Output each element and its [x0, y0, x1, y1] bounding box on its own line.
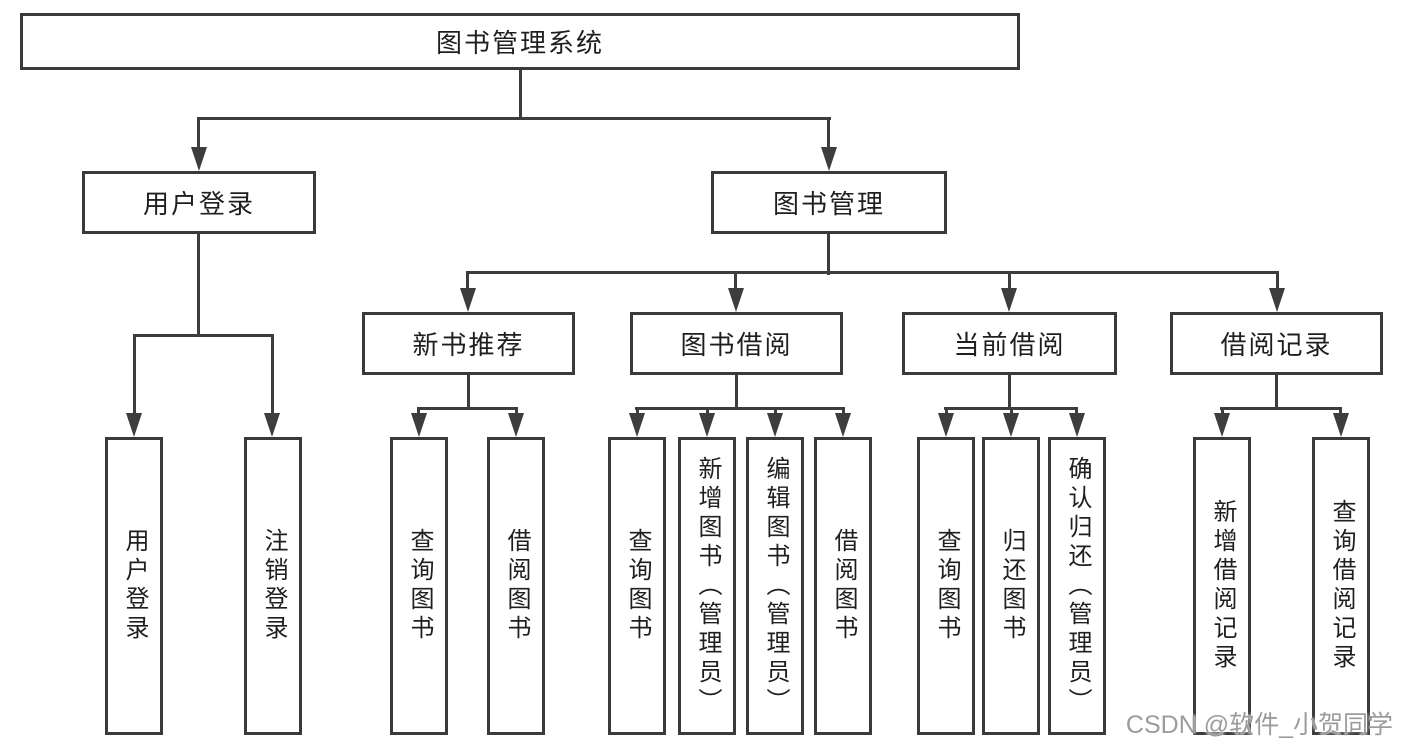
node-book-management-label: 图书管理: [772, 189, 885, 219]
connector-mgmt-vertical: [827, 234, 830, 275]
connector-root-vertical: [519, 70, 522, 120]
connector-mgmt-horizontal: [466, 271, 1279, 274]
node-book-management: 图书管理: [711, 171, 947, 234]
connector-to-book-management: [827, 117, 830, 151]
node-borrow-records-label: 借阅记录: [1220, 330, 1333, 360]
node-book-borrowing-label: 图书借阅: [680, 330, 793, 360]
node-root-label: 图书管理系统: [435, 28, 604, 58]
leaf-newbook-query-label: 查询图书: [406, 528, 433, 644]
leaf-records-query-label: 查询借阅记录: [1328, 499, 1355, 673]
node-user-login-label: 用户登录: [142, 189, 255, 219]
leaf-borrow-borrow: 借阅图书: [814, 437, 872, 735]
leaf-newbook-borrow-label: 借阅图书: [503, 528, 530, 644]
connector-borrow-vertical: [735, 375, 738, 409]
leaf-current-return-label: 归还图书: [998, 528, 1025, 644]
leaf-borrow-add-admin: 新增图书（管理员）: [678, 437, 736, 735]
connector-current-stub3: [1075, 407, 1078, 417]
node-user-login: 用户登录: [82, 171, 316, 234]
arrow-down-book-borrowing: [728, 288, 744, 312]
connector-to-book-borrowing: [734, 271, 737, 291]
arrow-down-current-query: [938, 413, 954, 437]
arrow-down-current-return: [1003, 413, 1019, 437]
arrow-down-new-book: [460, 288, 476, 312]
connector-records-stub1: [1221, 407, 1224, 417]
connector-newbook-horizontal: [417, 407, 518, 410]
node-book-borrowing: 图书借阅: [630, 312, 843, 375]
connector-newbook-vertical: [467, 375, 470, 409]
connector-borrow-stub2: [706, 407, 709, 417]
node-root: 图书管理系统: [20, 13, 1020, 70]
arrow-down-records-add: [1214, 413, 1230, 437]
node-current-borrowing-label: 当前借阅: [953, 330, 1066, 360]
leaf-current-confirm-admin-label: 确认归还（管理员）: [1064, 455, 1091, 717]
arrow-down-borrow-edit: [767, 413, 783, 437]
connector-records-stub2: [1339, 407, 1342, 417]
arrow-down-borrow-borrow: [835, 413, 851, 437]
leaf-records-query: 查询借阅记录: [1312, 437, 1370, 735]
connector-borrow-stub1: [636, 407, 639, 417]
watermark: CSDN @软件_小贺同学: [1125, 711, 1393, 739]
leaf-logout-label: 注销登录: [260, 528, 287, 644]
leaf-user-login: 用户登录: [105, 437, 163, 735]
arrow-down-leaf-user-login: [126, 413, 142, 437]
leaf-borrow-add-admin-label: 新增图书（管理员）: [694, 455, 721, 717]
leaf-current-query: 查询图书: [917, 437, 975, 735]
leaf-current-return: 归还图书: [982, 437, 1040, 735]
connector-login-leaf2: [271, 334, 274, 415]
connector-to-current-borrowing: [1008, 271, 1011, 291]
node-borrow-records: 借阅记录: [1170, 312, 1383, 375]
connector-newbook-stub2: [515, 407, 518, 417]
leaf-logout: 注销登录: [244, 437, 302, 735]
connector-records-horizontal: [1220, 407, 1342, 410]
leaf-records-add-label: 新增借阅记录: [1209, 499, 1236, 673]
arrow-down-newbook-query: [411, 413, 427, 437]
leaf-records-add: 新增借阅记录: [1193, 437, 1251, 735]
arrow-down-current-borrowing: [1001, 288, 1017, 312]
leaf-current-query-label: 查询图书: [933, 528, 960, 644]
connector-newbook-stub1: [417, 407, 420, 417]
arrow-down-borrow-query: [629, 413, 645, 437]
leaf-borrow-query-label: 查询图书: [624, 528, 651, 644]
leaf-borrow-edit-admin-label: 编辑图书（管理员）: [762, 455, 789, 717]
connector-login-horizontal: [133, 334, 274, 337]
connector-records-vertical: [1275, 375, 1278, 409]
node-new-book-recommend-label: 新书推荐: [412, 330, 525, 360]
arrow-down-borrow-add: [699, 413, 715, 437]
arrow-down-records-query: [1333, 413, 1349, 437]
leaf-newbook-borrow: 借阅图书: [487, 437, 545, 735]
leaf-borrow-borrow-label: 借阅图书: [830, 528, 857, 644]
connector-to-user-login: [197, 117, 200, 151]
connector-to-new-book: [466, 271, 469, 291]
connector-current-stub2: [1010, 407, 1013, 417]
leaf-borrow-query: 查询图书: [608, 437, 666, 735]
connector-login-vertical: [197, 234, 200, 337]
arrow-down-book-management: [821, 147, 837, 171]
leaf-newbook-query: 查询图书: [390, 437, 448, 735]
node-new-book-recommend: 新书推荐: [362, 312, 575, 375]
connector-current-vertical: [1008, 375, 1011, 409]
connector-borrow-stub3: [774, 407, 777, 417]
leaf-current-confirm-admin: 确认归还（管理员）: [1048, 437, 1106, 735]
arrow-down-leaf-logout: [264, 413, 280, 437]
arrow-down-current-confirm: [1069, 413, 1085, 437]
leaf-user-login-label: 用户登录: [121, 528, 148, 644]
arrow-down-borrow-records: [1269, 288, 1285, 312]
connector-borrow-stub4: [842, 407, 845, 417]
node-current-borrowing: 当前借阅: [902, 312, 1117, 375]
connector-to-borrow-records: [1276, 271, 1279, 291]
connector-borrow-horizontal: [635, 407, 844, 410]
leaf-borrow-edit-admin: 编辑图书（管理员）: [746, 437, 804, 735]
connector-root-horizontal: [197, 117, 831, 120]
arrow-down-newbook-borrow: [508, 413, 524, 437]
connector-login-leaf1: [133, 334, 136, 415]
arrow-down-user-login: [191, 147, 207, 171]
connector-current-stub1: [945, 407, 948, 417]
